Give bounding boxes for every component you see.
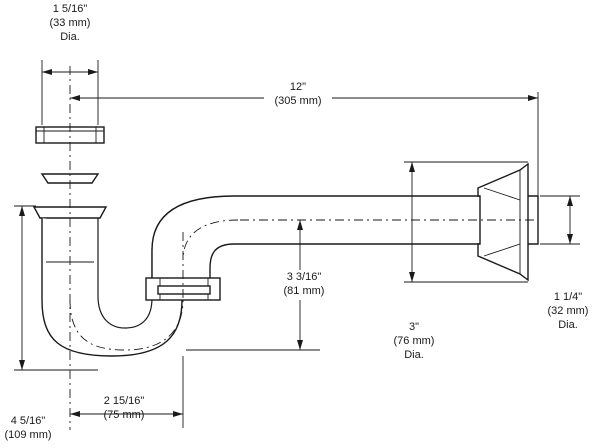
dimension-labels: 1 5/16" (33 mm) Dia. 12" (305 mm) 3 3/16… [4,3,588,441]
label-arm-diameter: 1 1/4" (32 mm) Dia. [548,291,589,331]
center-height-mm: (81 mm) [284,285,325,297]
flange-dia-inches: 3" [409,321,419,333]
wall-flange [477,162,529,282]
label-offset: 2 15/16" (75 mm) [104,395,145,421]
label-flange-diameter: 3" (76 mm) Dia. [394,321,435,361]
trap-body [32,195,539,357]
length-mm: (305 mm) [274,95,321,107]
center-height-inches: 3 3/16" [287,271,322,283]
arm-dia-inches: 1 1/4" [554,291,582,303]
flange-dia-mm: (76 mm) [394,335,435,347]
label-overall-height: 4 5/16" (109 mm) [4,415,51,441]
label-center-height: 3 3/16" (81 mm) [284,271,325,297]
extension-lines [14,60,580,428]
length-inches: 12" [290,81,306,93]
overall-height-mm: (109 mm) [4,429,51,441]
p-trap-parts [32,126,539,357]
slip-washer [40,173,100,184]
tailpiece-dia-inches: 1 5/16" [53,3,88,15]
overall-height-inches: 4 5/16" [11,415,46,427]
offset-mm: (75 mm) [104,409,145,421]
tailpiece-dia-mm: (33 mm) [50,17,91,29]
label-overall-length: 12" (305 mm) [274,81,321,107]
arm-dia-suffix: Dia. [558,319,578,331]
tailpiece-dia-suffix: Dia. [60,31,80,43]
offset-inches: 2 15/16" [104,395,145,407]
arm-dia-mm: (32 mm) [548,305,589,317]
flange-dia-suffix: Dia. [404,349,424,361]
label-tailpiece-diameter: 1 5/16" (33 mm) Dia. [50,3,91,43]
centerlines [69,66,538,430]
dimension-lines [19,69,573,417]
